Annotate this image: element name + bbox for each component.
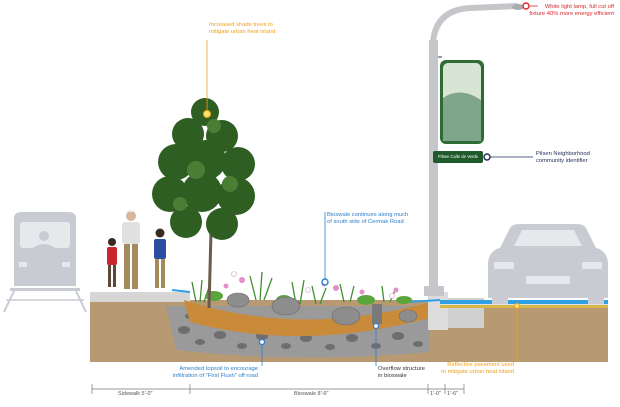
street-lamp-icon (424, 3, 524, 296)
car-icon (488, 224, 608, 304)
callout-tree: Increased shade trees to mitigate urban … (209, 22, 275, 36)
callout-bioswale: Bioswale continues along much of south s… (327, 212, 408, 226)
soil-section (90, 289, 608, 362)
callout-sign-line-2: community identifier (536, 158, 588, 164)
callout-pavement-line-2: to mitigate urban heat island (441, 369, 514, 375)
callout-pavement: Reflective pavement used to mitigate urb… (441, 362, 514, 376)
callout-topsoil: Amended topsoil to encourage infiltratio… (173, 366, 258, 380)
callout-bioswale-line-2: of south side of Cermak Road (327, 219, 404, 225)
street-sign: Pilsen Calle de Verde (433, 151, 483, 163)
callout-leaders (203, 2, 538, 366)
callout-sign-line-1: Pilsen Neighborhood (536, 151, 590, 157)
callout-tree-line-1: Increased shade trees to (209, 22, 273, 28)
callout-overflow-line-1: Overflow structure (378, 366, 426, 372)
callout-overflow-line-2: in bioswale (378, 373, 407, 379)
people-icon (107, 210, 166, 289)
dimension-gutter: 1'-6" (447, 391, 458, 397)
callout-tree-line-2: mitigate urban heat island (209, 29, 276, 35)
callout-pavement-line-1: Reflective pavement used (447, 362, 514, 368)
callout-lamp: White light lamp, full cut off fixture 4… (529, 4, 614, 18)
callout-topsoil-line-2: infiltration of "First Flush" off road (172, 373, 258, 379)
street-sign-text: Pilsen Calle de Verde (437, 154, 479, 159)
dimension-sidewalk: Sidewalk 5'-0" (118, 391, 153, 397)
callout-overflow: Overflow structure in bioswale (378, 366, 425, 380)
callout-sign: Pilsen Neighborhood community identifier (536, 151, 590, 165)
callout-topsoil-line-1: Amended topsoil to encourage (179, 366, 258, 372)
train-icon (3, 212, 87, 313)
dimension-line (91, 384, 465, 394)
callout-bioswale-line-1: Bioswale continues along much (327, 212, 409, 218)
dimension-curb: 1'-0" (430, 391, 441, 397)
callout-lamp-line-1: White light lamp, full cut off (544, 4, 614, 10)
dimension-bioswale: Bioswale 8'-6" (294, 391, 329, 397)
tree-icon (152, 98, 255, 309)
callout-lamp-line-2: fixture 40% more energy efficient (529, 11, 614, 17)
